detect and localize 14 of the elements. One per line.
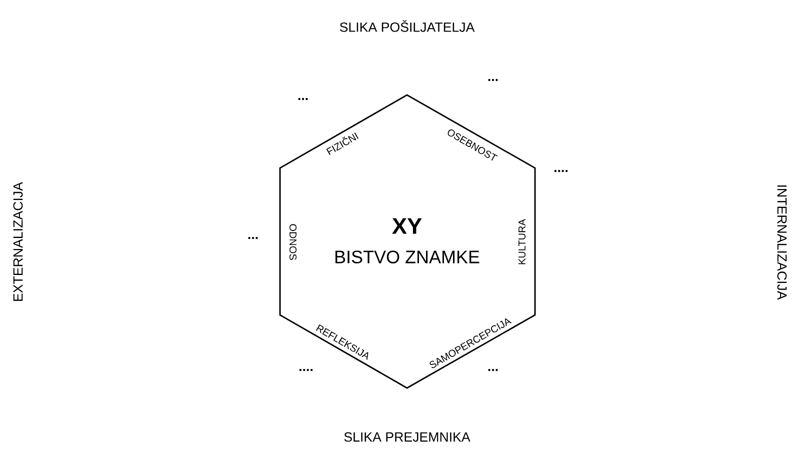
placeholder-dots: .... [300, 369, 312, 371]
axis-label: SLIKA PREJEMNIKA [344, 432, 470, 442]
axis-label: EXTERNALIZACIJA [13, 182, 23, 301]
hexagon-title: XY [392, 218, 422, 234]
axis-label: SLIKA POŠILJATELJA [340, 20, 475, 32]
placeholder-dots: ... [248, 237, 258, 239]
placeholder-dots: ... [488, 79, 498, 81]
side-label: ODNOS [289, 224, 297, 260]
placeholder-dots: ... [488, 369, 498, 371]
placeholder-dots: ... [298, 98, 308, 100]
axis-label: INTERNALIZACIJA [777, 185, 787, 300]
hexagon-title: BISTVO ZNAMKE [335, 250, 480, 264]
placeholder-dots: .... [554, 170, 568, 172]
side-label: KULTURA [518, 219, 526, 264]
